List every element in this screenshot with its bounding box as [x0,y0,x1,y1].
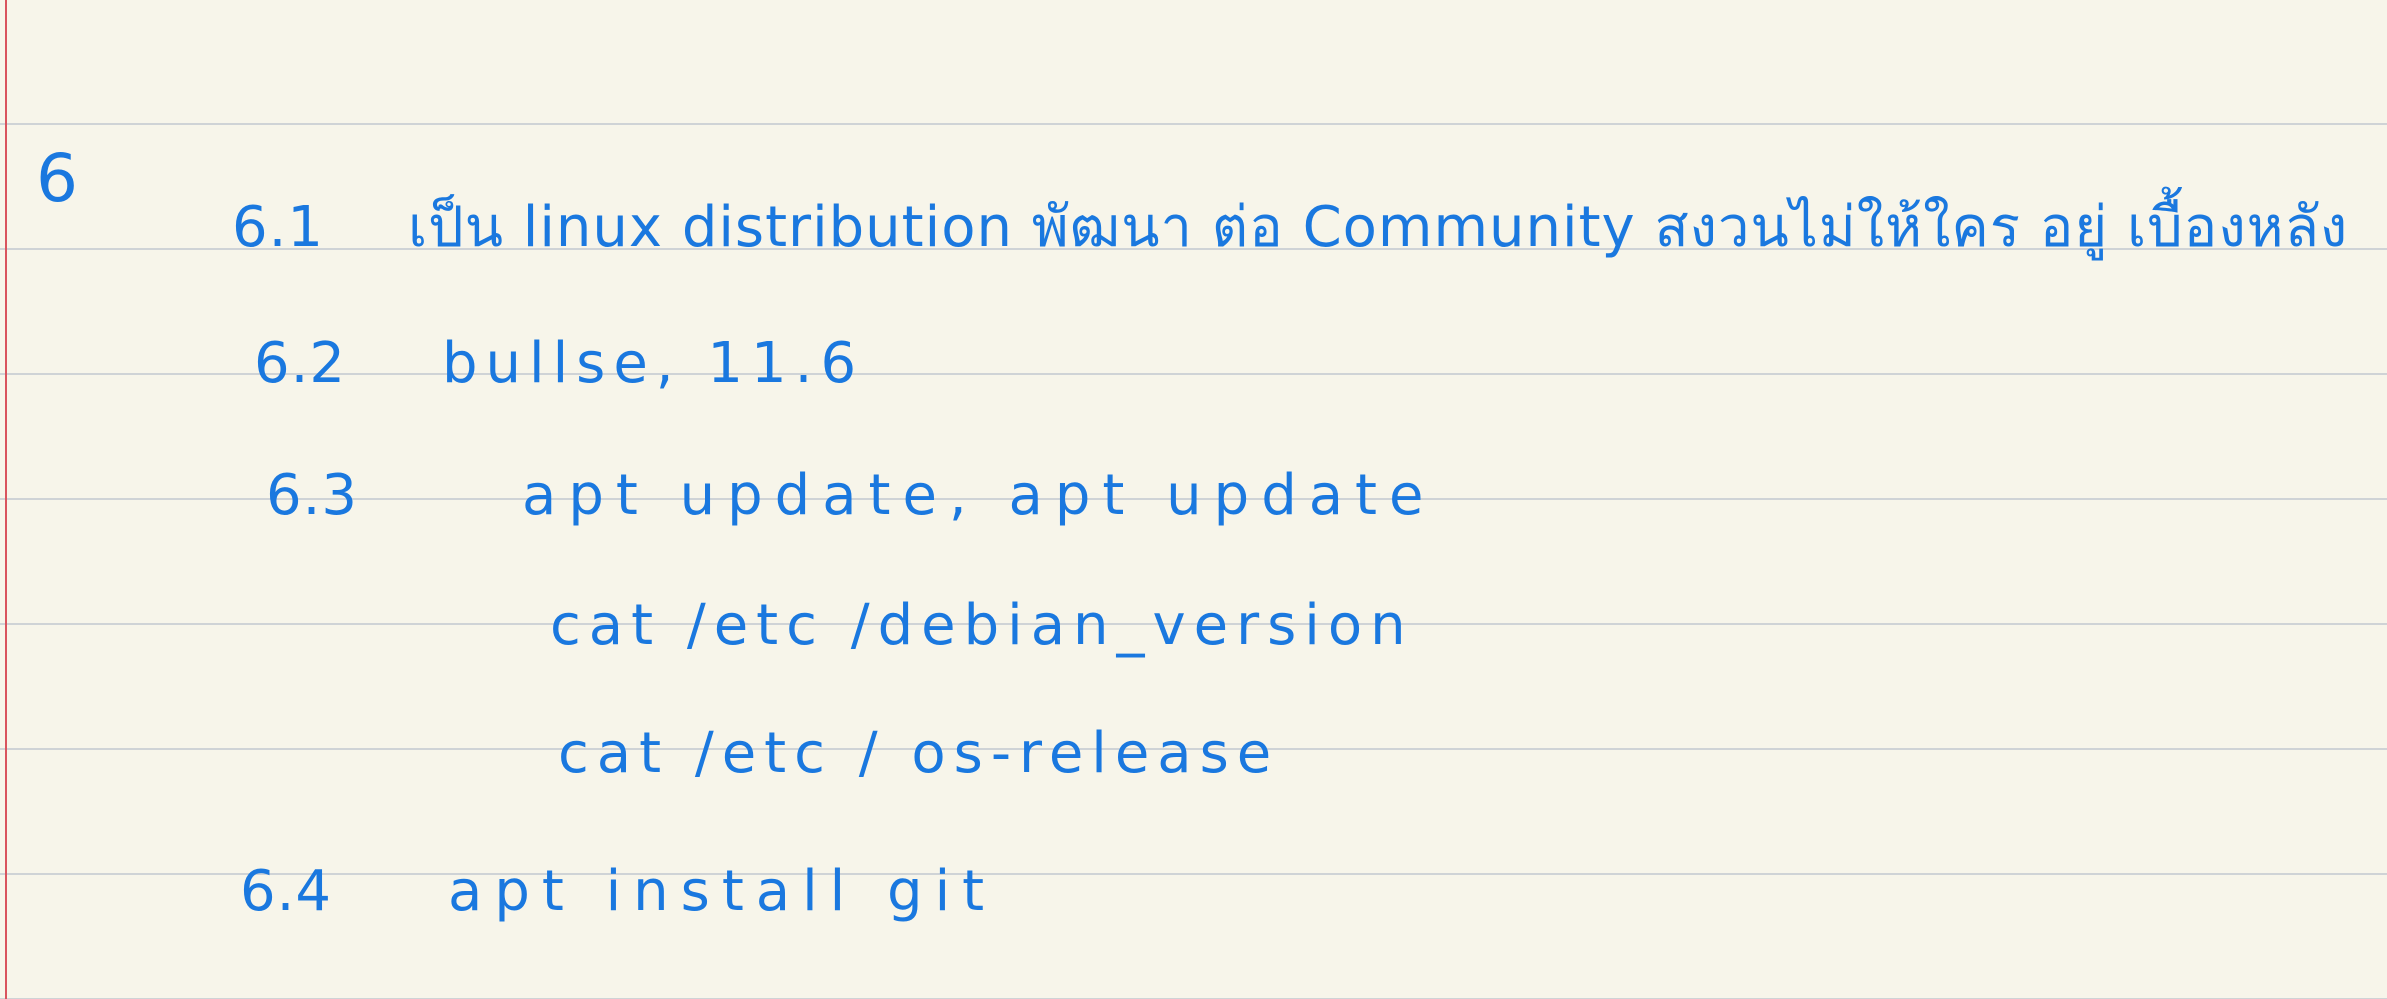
line-number: 6.1 [232,195,325,260]
line-number: 6.4 [240,859,333,924]
section-number: 6 [36,140,79,217]
line-number: 6.2 [254,331,347,396]
line-text: cat /etc /debian_version [550,593,1414,658]
line-text: bullse, 11.6 [442,331,865,396]
line-text: cat /etc / os-release [558,721,1280,786]
line-number: 6.3 [266,463,359,528]
line-text: apt update, apt update [522,463,1436,528]
left-margin-line [5,0,7,999]
line-text: เป็น linux distribution พัฒนา ต่อ Commun… [408,195,2349,260]
line-text: apt install git [448,859,997,924]
